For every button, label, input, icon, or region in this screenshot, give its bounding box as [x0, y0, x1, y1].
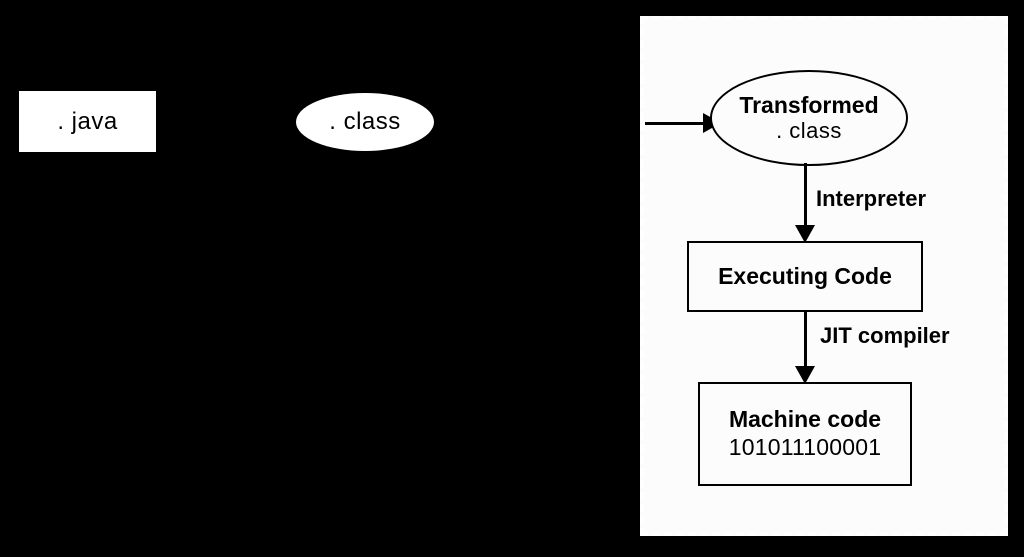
- transformed-class-node: Transformed . class: [710, 70, 908, 166]
- java-source-node: . java: [19, 91, 156, 152]
- jit-arrow-head-icon: [795, 366, 815, 384]
- jit-edge-label: JIT compiler: [820, 323, 950, 348]
- class-bytecode-node: . class: [296, 93, 434, 151]
- transformed-class-title: Transformed: [739, 91, 879, 118]
- machine-code-title: Machine code: [728, 406, 882, 433]
- interpreter-arrow-head-icon: [795, 225, 815, 243]
- machine-code-node: Machine code 101011100001: [698, 382, 912, 486]
- java-source-label: . java: [57, 107, 118, 135]
- jit-edge-line: [804, 311, 807, 373]
- class-bytecode-label: . class: [329, 108, 401, 135]
- transformed-class-subtitle: . class: [776, 117, 842, 143]
- machine-code-binary: 101011100001: [728, 434, 882, 460]
- executing-code-node: Executing Code: [687, 241, 923, 312]
- incoming-arrow-line: [645, 122, 713, 125]
- executing-code-label: Executing Code: [718, 263, 892, 289]
- interpreter-edge-label: Interpreter: [816, 186, 927, 211]
- interpreter-edge-line: [804, 163, 807, 231]
